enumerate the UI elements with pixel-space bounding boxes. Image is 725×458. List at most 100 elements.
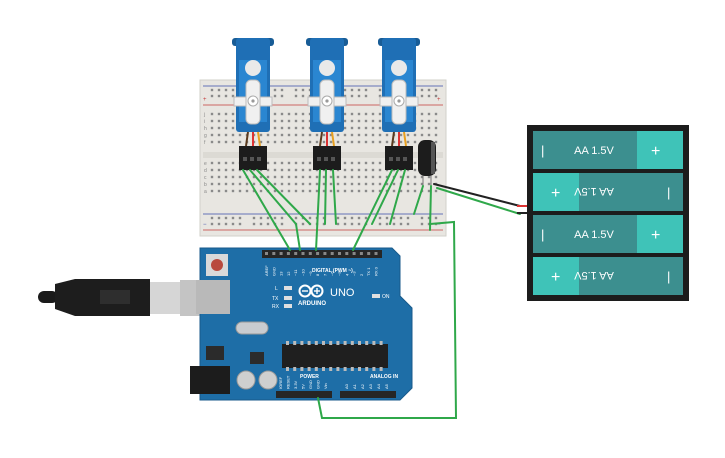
digital-pin-label: 4 xyxy=(344,273,349,276)
row-letter: c xyxy=(204,175,207,181)
servo-motor-3[interactable] xyxy=(378,38,420,170)
crystal xyxy=(235,321,269,335)
label-l: L xyxy=(275,286,278,292)
digital-header[interactable] xyxy=(262,250,382,258)
board-capacitor-2 xyxy=(258,370,278,390)
power-pin-label: IOREF xyxy=(278,376,283,389)
analog-pin-label: A5 xyxy=(384,383,389,389)
row-letter: a xyxy=(204,189,207,195)
capacitor[interactable] xyxy=(418,140,436,186)
digital-pin-label: ~9 xyxy=(308,271,313,276)
wire-battery-green[interactable] xyxy=(436,187,521,215)
battery-cell-4[interactable]: | + AA 1.5V xyxy=(533,257,683,295)
digital-pin-label: TX 1 xyxy=(366,267,371,276)
led-on xyxy=(372,294,380,298)
led-rx xyxy=(284,304,292,308)
wire-servo2-signal[interactable] xyxy=(315,169,321,251)
digital-pin-label: 2 xyxy=(359,273,364,276)
battery-cell-1[interactable]: | + AA 1.5V xyxy=(533,131,683,169)
label-on: ON xyxy=(382,294,390,300)
wire-cap-plus[interactable] xyxy=(429,185,432,231)
rail-minus-label-right: − xyxy=(437,222,441,228)
power-pin-label: GND xyxy=(316,380,321,389)
servo-motor-2[interactable] xyxy=(306,38,348,170)
battery-cell-label: AA 1.5V xyxy=(574,229,614,241)
digital-pin-label: ~10 xyxy=(301,268,306,276)
wire-servo3-signal[interactable] xyxy=(352,169,393,251)
reset-button[interactable] xyxy=(211,259,223,271)
digital-label: DIGITAL (PWM ~) xyxy=(312,268,353,274)
label-rx: RX xyxy=(272,304,280,310)
analog-pin-label: A0 xyxy=(344,383,349,389)
analog-pin-label: A2 xyxy=(360,383,365,389)
digital-pin-label: AREF xyxy=(264,265,269,276)
rail-minus-label: − xyxy=(203,222,207,228)
power-header[interactable] xyxy=(276,391,332,398)
digital-pin-label: 7 xyxy=(322,273,327,276)
power-pin-label: 3.3V xyxy=(293,380,298,389)
battery-cell-3[interactable]: | + AA 1.5V xyxy=(533,215,683,253)
digital-pin-label: 12 xyxy=(286,271,291,276)
digital-pin-label: 8 xyxy=(315,273,320,276)
servo-motor-1[interactable] xyxy=(232,38,274,170)
battery-minus-icon: | xyxy=(667,185,670,200)
battery-cell-label: AA 1.5V xyxy=(574,145,614,157)
digital-pin-label: RX 0 xyxy=(374,266,379,276)
row-letter: b xyxy=(204,182,207,188)
label-tx: TX xyxy=(272,296,279,302)
wire-battery-black[interactable] xyxy=(433,183,521,207)
led-tx xyxy=(284,296,292,300)
led-l xyxy=(284,286,292,290)
row-letter: f xyxy=(204,140,206,146)
power-pin-label: Vin xyxy=(323,383,328,389)
power-pin-label: 5V xyxy=(301,384,306,389)
digital-pin-label: 13 xyxy=(279,271,284,276)
battery-plus-icon: + xyxy=(551,269,560,286)
row-letter: h xyxy=(204,126,207,132)
small-chip xyxy=(250,352,264,364)
power-pin-label: GND xyxy=(308,380,313,389)
battery-minus-icon: | xyxy=(541,227,544,242)
wire-cap-minus[interactable] xyxy=(413,185,424,215)
battery-minus-icon: | xyxy=(667,269,670,284)
wire-servo1-ground[interactable] xyxy=(256,169,311,225)
power-label: POWER xyxy=(300,374,319,380)
row-letter: e xyxy=(204,161,207,167)
analog-label: ANALOG IN xyxy=(370,374,398,380)
row-letter: i xyxy=(204,119,205,125)
analog-pin-label: A3 xyxy=(368,383,373,389)
digital-pin-label: GND xyxy=(271,267,276,276)
analog-pin-label: A4 xyxy=(376,383,381,389)
atmega-chip xyxy=(282,344,388,368)
wire-servo1-signal[interactable] xyxy=(242,169,291,251)
digital-pin-label: ~5 xyxy=(337,271,342,276)
battery-cell-label: AA 1.5V xyxy=(573,269,613,281)
power-jack[interactable] xyxy=(190,366,230,394)
battery-plus-icon: + xyxy=(551,185,560,202)
rail-plus-label-right: + xyxy=(437,97,441,103)
wires[interactable] xyxy=(242,169,527,419)
wire-servo2-ground[interactable] xyxy=(332,169,337,225)
digital-pin-label: ~11 xyxy=(293,269,298,276)
battery-plus-icon: + xyxy=(651,227,660,244)
wire-servo3-power[interactable] xyxy=(371,169,399,225)
wire-servo1-power[interactable] xyxy=(249,169,301,251)
analog-header[interactable] xyxy=(340,391,396,398)
power-pin-label: RESET xyxy=(286,375,291,389)
battery-minus-icon: | xyxy=(541,143,544,158)
battery-cell-2[interactable]: |+AA 1.5V xyxy=(533,173,683,211)
battery-pack[interactable]: |+AA 1.5V|+AA 1.5V|+AA 1.5V|+AA 1.5V xyxy=(527,125,689,301)
wire-ground-loop[interactable] xyxy=(317,220,458,419)
arduino-uno[interactable]: L TX RX ON ARDUINO UNO DIGITAL (PWM ~) P… xyxy=(190,247,413,401)
servos xyxy=(232,38,420,170)
usb-cable[interactable] xyxy=(38,279,216,316)
battery-plus-icon: + xyxy=(651,143,660,160)
wire-servo2-power[interactable] xyxy=(324,169,327,225)
wire-servo3-ground[interactable] xyxy=(389,169,406,225)
usb-jack xyxy=(196,280,230,314)
row-letter: d xyxy=(204,168,207,174)
row-letter: g xyxy=(204,133,207,139)
arduino-model: UNO xyxy=(330,287,355,299)
